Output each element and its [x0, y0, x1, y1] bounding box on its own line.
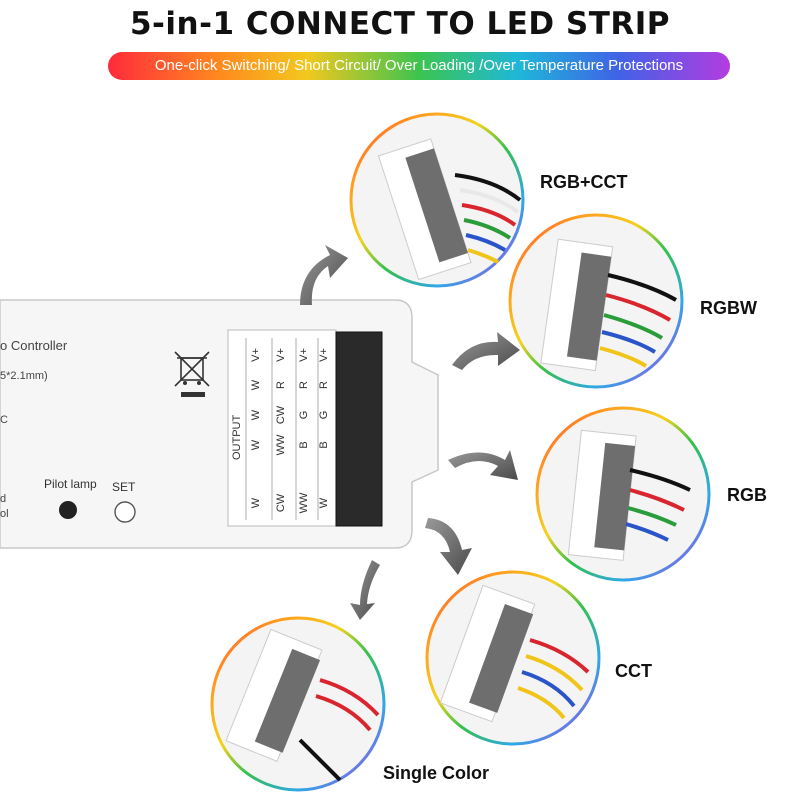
terminal-label: R	[275, 381, 287, 389]
terminal-label: W	[250, 379, 262, 390]
terminal-label: G	[318, 411, 330, 420]
terminal-label: V+	[250, 348, 262, 362]
terminal-label: R	[298, 381, 310, 389]
controller-edge-text: C	[0, 414, 8, 426]
terminal-label: B	[298, 441, 310, 448]
controller-body	[0, 299, 439, 549]
set-button-label: SET	[112, 480, 136, 494]
terminal-label: V+	[318, 348, 330, 362]
feature-banner: One-click Switching/ Short Circuit/ Over…	[108, 52, 730, 80]
terminal-label: CW	[275, 405, 287, 424]
terminal-label: W	[250, 497, 262, 508]
terminal-label: V+	[275, 348, 287, 362]
recycle-bin-crossed-icon	[174, 351, 210, 397]
mode-label-rgb: RGB	[727, 485, 767, 505]
mode-circle-rgb-cct	[349, 112, 525, 288]
terminal-label: WW	[275, 434, 287, 455]
mode-label-rgb-cct: RGB+CCT	[540, 172, 628, 192]
mode-circle-rgb	[535, 406, 711, 582]
mode-circle-single-color	[210, 616, 386, 792]
mode-label-single-color: Single Color	[383, 763, 490, 783]
pilot-lamp	[59, 501, 77, 519]
mode-circle-cct	[425, 570, 601, 746]
terminal-label: W	[250, 439, 262, 450]
pilot-lamp-label: Pilot lamp	[44, 477, 97, 491]
terminal-label: WW	[298, 492, 310, 513]
controller-size-note: 5*2.1mm)	[0, 370, 48, 382]
terminal-label: B	[318, 441, 330, 448]
terminal-label: W	[318, 497, 330, 508]
terminal-label: CW	[275, 493, 287, 512]
curved-arrow-icon	[300, 245, 520, 620]
terminal-label: V+	[298, 348, 310, 362]
terminal-label: G	[298, 411, 310, 420]
controller-name: o Controller	[0, 338, 68, 353]
page-title: 5-in-1 CONNECT TO LED STRIP	[129, 6, 671, 42]
terminal-label: W	[250, 409, 262, 420]
controller-edge-text: ol	[0, 508, 9, 520]
mode-label-rgbw: RGBW	[700, 298, 757, 318]
set-button[interactable]	[114, 501, 136, 523]
controller-edge-text: d	[0, 493, 7, 505]
output-label: OUTPUT	[231, 415, 243, 461]
mode-label-cct: CCT	[615, 661, 652, 681]
mode-circle-rgbw	[508, 213, 684, 389]
terminal-label: R	[318, 381, 330, 389]
